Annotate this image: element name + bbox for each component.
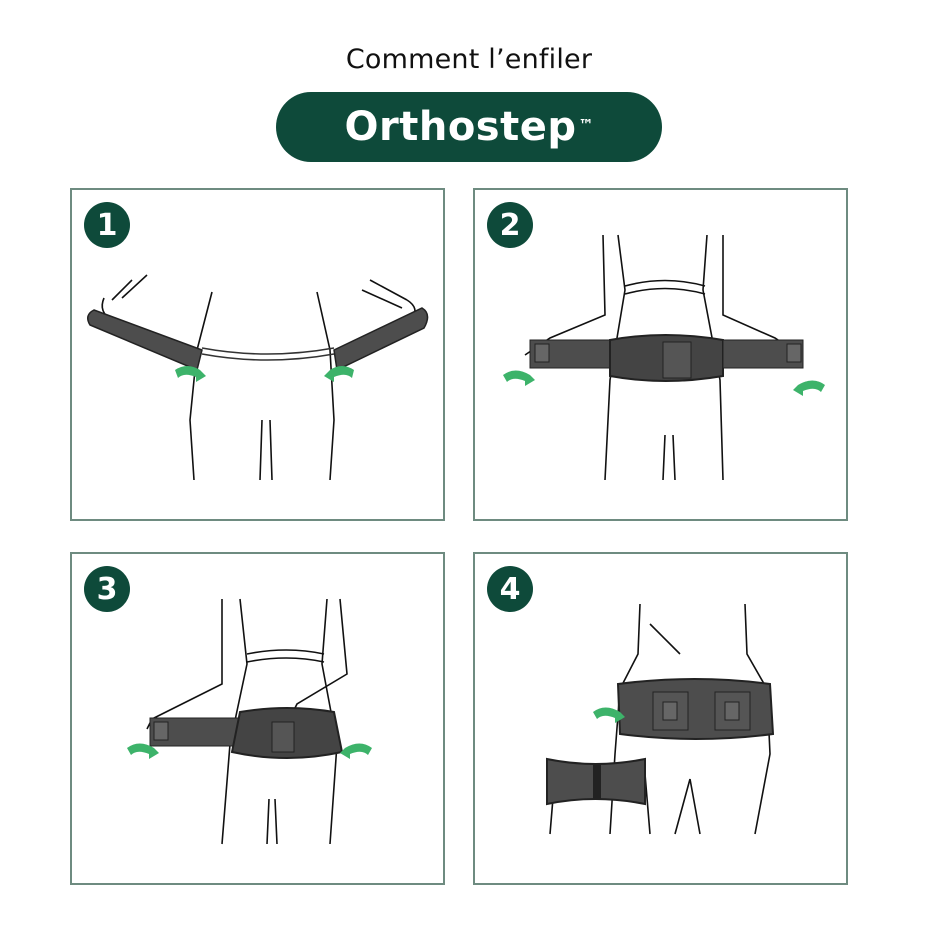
step-panel-2: 2 <box>473 188 848 521</box>
step-number-badge: 4 <box>487 566 533 612</box>
belt-left-half <box>87 309 203 372</box>
trademark-symbol: ™ <box>578 116 594 134</box>
step-number-badge: 1 <box>84 202 130 248</box>
rotate-arrow-left <box>503 370 535 386</box>
belt-right-half <box>333 307 429 372</box>
step-number-badge: 3 <box>84 566 130 612</box>
rotate-arrow-left <box>127 743 159 759</box>
rotate-arrow-right <box>593 707 625 723</box>
step-3-illustration <box>127 598 372 845</box>
page-subtitle: Comment l’enfiler <box>345 44 593 75</box>
belt-flat-view <box>546 757 646 806</box>
step-1-illustration <box>87 274 429 481</box>
brand-name: Orthostep <box>344 104 577 150</box>
rotate-arrow-right <box>324 366 354 382</box>
step-4-illustration <box>546 603 775 835</box>
step-2-illustration <box>503 234 825 481</box>
rotate-arrow-right <box>340 743 372 759</box>
step-panel-1: 1 <box>70 188 445 521</box>
rotate-arrow-right <box>793 380 825 396</box>
rotate-arrow-left <box>175 366 206 382</box>
step-number-badge: 2 <box>487 202 533 248</box>
step-panel-4: 4 <box>473 552 848 885</box>
step-panel-3: 3 <box>70 552 445 885</box>
